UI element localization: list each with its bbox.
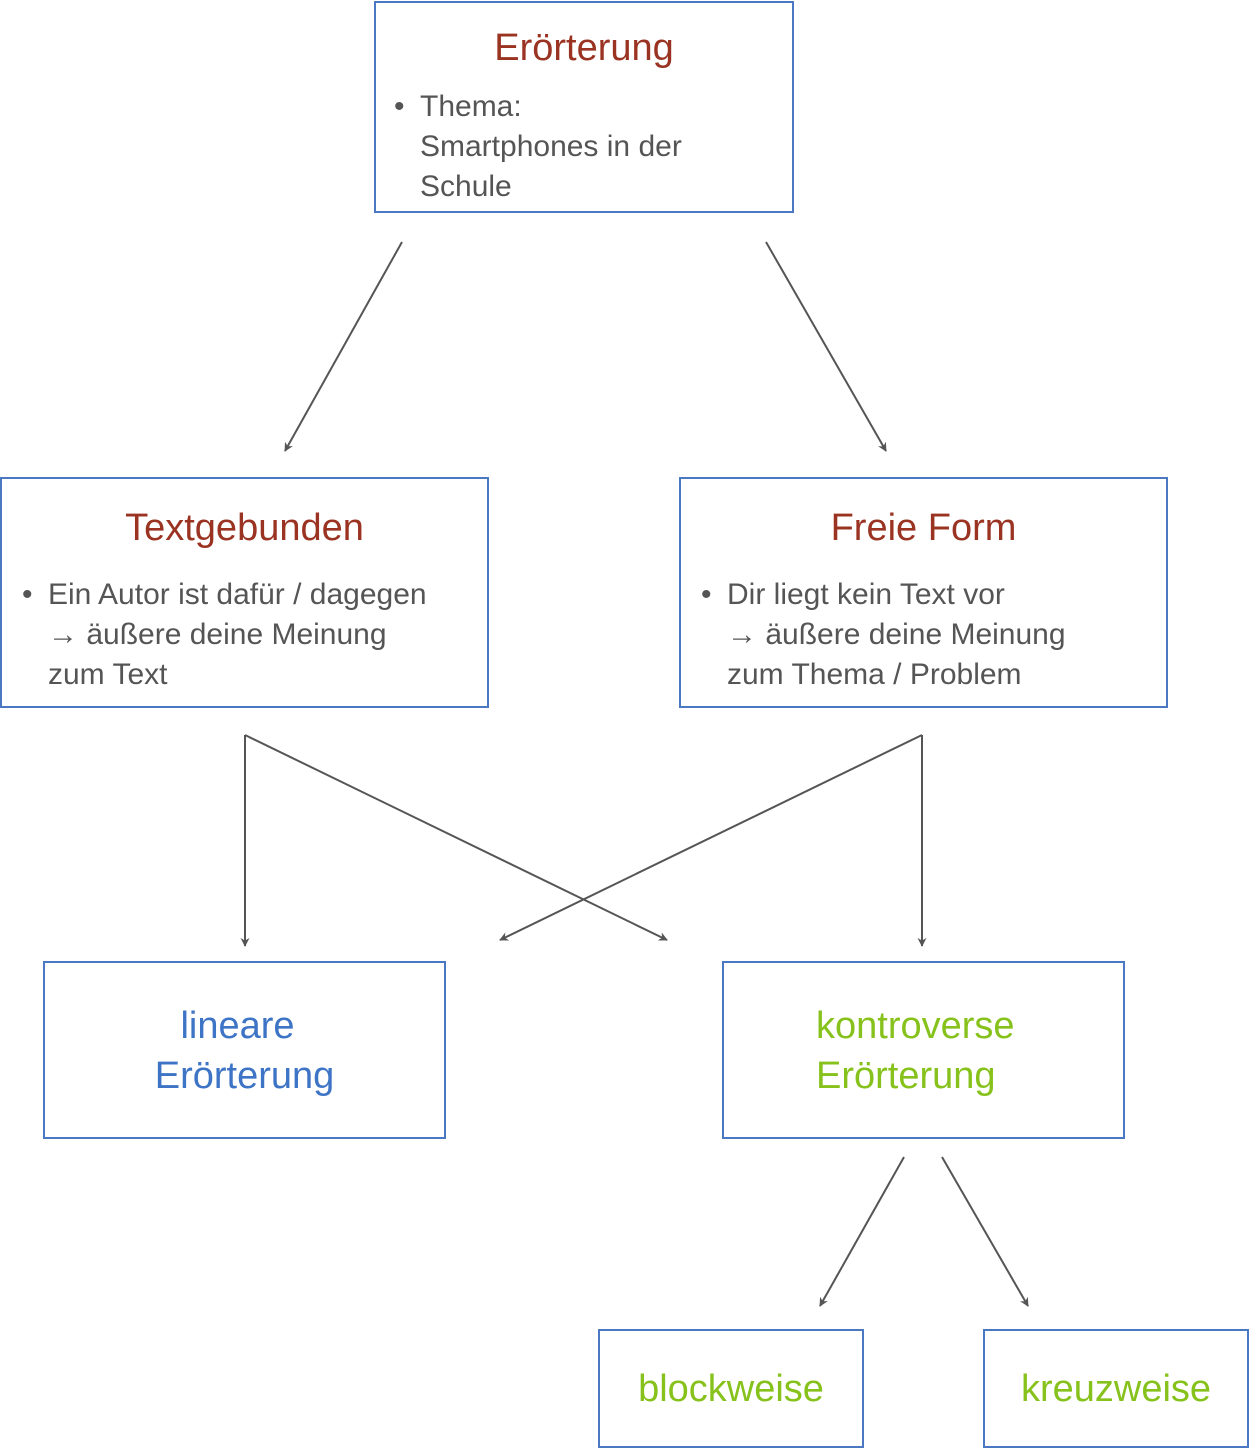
textgebunden-title: Textgebunden — [125, 507, 364, 549]
freie-form-bullet-line-1: Dir liegt kein Text vor — [727, 578, 1005, 611]
lineare-eroerterung-label: lineare Erörterung — [45, 1001, 444, 1101]
freie-form-bullet-line-2: → äußere deine Meinung — [727, 618, 1066, 651]
root-node: Erörterung • Thema: Smartphones in der Sc… — [374, 1, 794, 213]
freie-form-bullet: • Dir liegt kein Text vor → äußere deine … — [701, 575, 1066, 695]
kreuzweise-node: kreuzweise — [983, 1329, 1249, 1448]
root-bullet-line-1: Thema: — [420, 90, 522, 123]
blockweise-node: blockweise — [598, 1329, 864, 1448]
lineare-eroerterung-node: lineare Erörterung — [43, 961, 446, 1139]
arrow-freie-form-to-lineare — [499, 734, 923, 941]
root-bullet-line-3: Schule — [420, 170, 512, 203]
arrow-kontroverse-to-kreuzweise — [941, 1156, 1029, 1307]
arrow-kontroverse-to-blockweise — [819, 1156, 905, 1307]
arrow-textgebunden-to-kontroverse — [244, 734, 668, 941]
textgebunden-bullet-line-1: Ein Autor ist dafür / dagegen — [48, 578, 427, 611]
bullet-dot-icon: • — [394, 90, 405, 123]
textgebunden-bullet-line-3: zum Text — [48, 658, 168, 691]
root-bullet-line-2: Smartphones in der — [420, 130, 682, 163]
kontroverse-line-1: kontroverse — [816, 1005, 1015, 1047]
freie-form-title: Freie Form — [830, 507, 1017, 549]
root-bullet: • Thema: Smartphones in der Schule — [394, 87, 682, 207]
kreuzweise-label: kreuzweise — [1020, 1368, 1212, 1410]
kontroverse-line-2: Erörterung — [816, 1055, 996, 1097]
kontroverse-eroerterung-label: kontroverse Erörterung — [816, 1001, 1015, 1101]
textgebunden-bullet-line-2: → äußere deine Meinung — [48, 618, 387, 651]
freie-form-node: Freie Form • Dir liegt kein Text vor → äu… — [679, 477, 1168, 708]
blockweise-label: blockweise — [638, 1368, 824, 1410]
arrow-root-to-textgebunden — [284, 241, 403, 452]
root-title: Erörterung — [494, 27, 674, 69]
textgebunden-bullet: • Ein Autor ist dafür / dagegen → äußere … — [22, 575, 427, 695]
kontroverse-eroerterung-node: kontroverse Erörterung — [722, 961, 1125, 1139]
freie-form-bullet-line-3: zum Thema / Problem — [727, 658, 1022, 691]
lineare-line-2: Erörterung — [154, 1055, 335, 1097]
textgebunden-node: Textgebunden • Ein Autor ist dafür / dage… — [0, 477, 489, 708]
bullet-dot-icon: • — [22, 578, 33, 611]
bullet-dot-icon: • — [701, 578, 712, 611]
arrow-root-to-freie-form — [765, 241, 887, 452]
lineare-line-1: lineare — [180, 1005, 295, 1047]
